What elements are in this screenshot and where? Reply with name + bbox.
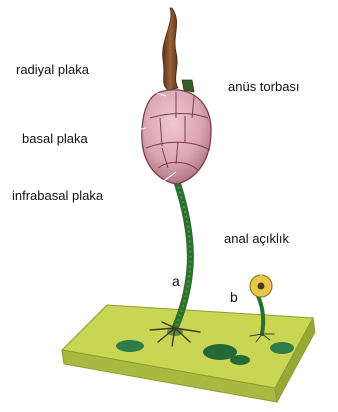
label-infrabasal-plate: infrabasal plaka [12, 188, 104, 203]
anal-sac [182, 80, 194, 92]
label-organism-b: b [230, 289, 238, 305]
label-anal-sac: anüs torbası [228, 79, 300, 94]
ground-slab [62, 305, 315, 402]
label-basal-plate: basal plaka [22, 131, 89, 146]
arm [163, 8, 178, 90]
organism-a [142, 8, 211, 346]
label-organism-a: a [172, 273, 180, 289]
label-radial-plate: radiyal plaka [16, 62, 90, 77]
label-anal-opening: anal açıklık [224, 231, 290, 246]
